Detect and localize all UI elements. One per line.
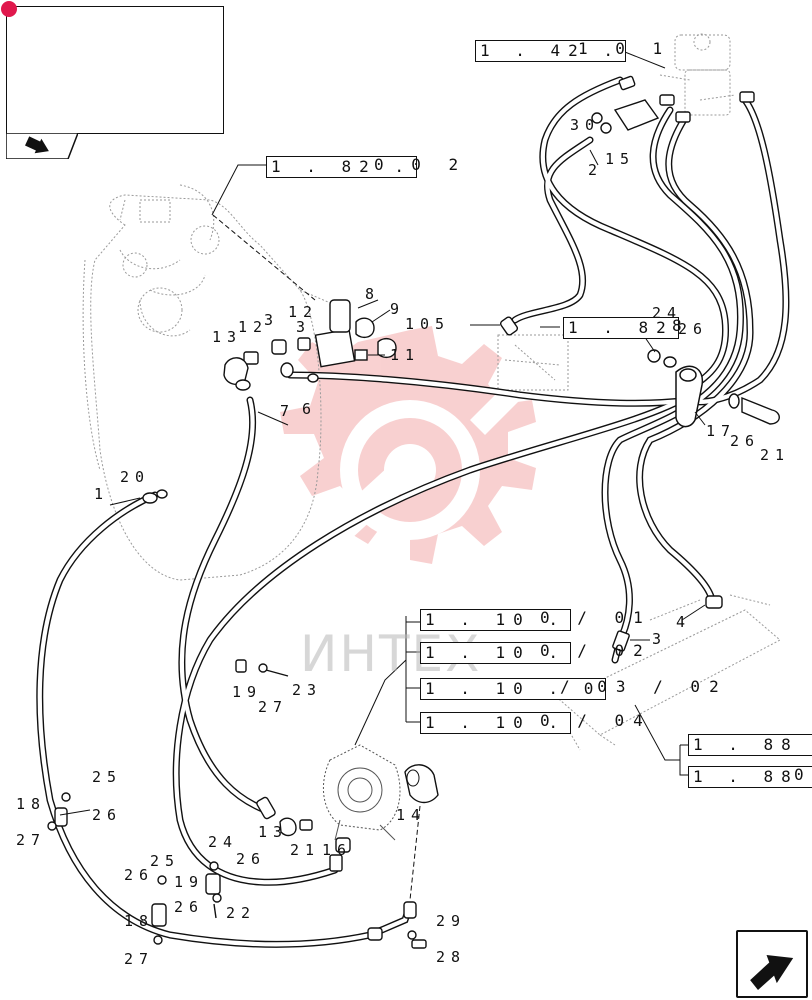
callout-7: 7 (280, 402, 296, 420)
callout-27a: 27 (258, 698, 289, 716)
callout-12a: 12 (288, 303, 319, 321)
callout-13b: 13 (258, 823, 289, 841)
callout-26c: 26 (92, 806, 123, 824)
callout-26d: 26 (236, 850, 267, 868)
ref-tail-1-82-top: 0 0 2 (374, 155, 468, 174)
callout-26b: 26 (730, 432, 761, 450)
ref-box-1-42[interactable]: 1 . 42 . (475, 40, 627, 62)
ref-box-1-10-04[interactable]: 1 . 10 . (420, 712, 572, 734)
ref-box-1-82-top[interactable]: 1 . 82 . (266, 156, 418, 178)
callout-1: 1 (94, 485, 110, 503)
callout-27b: 27 (16, 831, 47, 849)
ref-tail-1-82-mid: 8 (672, 316, 691, 335)
ref-tail-1-10-01: 0 / 01 (540, 608, 652, 627)
next-page-arrow-icon[interactable] (736, 930, 808, 998)
callout-3c: 3 (652, 630, 668, 648)
callout-105: 105 (405, 315, 451, 333)
callout-26f: 26 (174, 898, 205, 916)
ref-box-1-82-mid[interactable]: 1 . 82 (563, 317, 679, 339)
callout-26e: 26 (124, 866, 155, 884)
ref-tail-1-10-0302: / 03 / 02 (560, 677, 728, 696)
callout-30: 30 (570, 116, 601, 134)
callout-25a: 25 (92, 768, 123, 786)
callout-16: 16 (322, 841, 353, 859)
callout-3a: 3 (296, 318, 312, 336)
callout-21a: 21 (760, 446, 791, 464)
hose-bracket (675, 365, 704, 428)
callout-27c: 27 (124, 950, 155, 968)
ref-tail-1-10-04: 0 / 04 (540, 711, 652, 730)
callout-24b: 24 (208, 833, 239, 851)
callout-25b: 25 (150, 852, 181, 870)
callout-9: 9 (390, 300, 406, 318)
callout-24a: 24 (652, 304, 683, 322)
callout-17a: 17 (706, 422, 737, 440)
leader-lines (59, 47, 706, 901)
callout-18a: 18 (16, 795, 47, 813)
callout-22: 22 (226, 904, 257, 922)
ref-tail-1-88-b: 0 (794, 765, 812, 784)
hoses (40, 76, 786, 944)
ref-box-1-88-b[interactable]: 1 . 88 . (688, 766, 812, 788)
callout-23: 23 (292, 681, 323, 699)
prev-page-tab-icon[interactable] (6, 133, 78, 159)
callout-28: 28 (436, 948, 467, 966)
callout-29: 29 (436, 912, 467, 930)
locator-thumbnail-frame (1, 1, 224, 134)
callout-26a: 26 (678, 320, 709, 338)
callout-2: 2 (588, 161, 604, 179)
hydraulic-pump (322, 744, 439, 841)
fittings (47, 75, 780, 949)
callout-19b: 19 (174, 873, 205, 891)
ref-box-1-88-a[interactable]: 1 . 88 . (688, 734, 812, 756)
callout-15: 15 (605, 150, 636, 168)
callout-19a: 19 (232, 683, 263, 701)
ref-box-1-10-02[interactable]: 1 . 10 . (420, 642, 572, 664)
ghost-tank (82, 184, 336, 581)
status-badge (1, 1, 17, 17)
callout-3b: 3 (264, 311, 280, 329)
callout-21b: 21 (290, 841, 321, 859)
callout-11: 11 (390, 346, 421, 364)
callout-18b: 18 (124, 912, 155, 930)
callout-20: 20 (120, 468, 151, 486)
ref-box-1-10-0302[interactable]: 1 . 10 . 0 (420, 678, 607, 700)
callout-6a: 6 (302, 400, 318, 418)
callout-12b: 12 (238, 318, 269, 336)
ref-box-1-10-01[interactable]: 1 . 10 . (420, 609, 572, 631)
ref-tail-1-42: 1 0 1 (578, 39, 672, 58)
ref-tail-1-10-02: 0 / 02 (540, 641, 652, 660)
callout-4: 4 (676, 613, 692, 631)
callout-14: 14 (396, 806, 427, 824)
callout-13a: 13 (212, 328, 243, 346)
callout-8: 8 (365, 285, 381, 303)
